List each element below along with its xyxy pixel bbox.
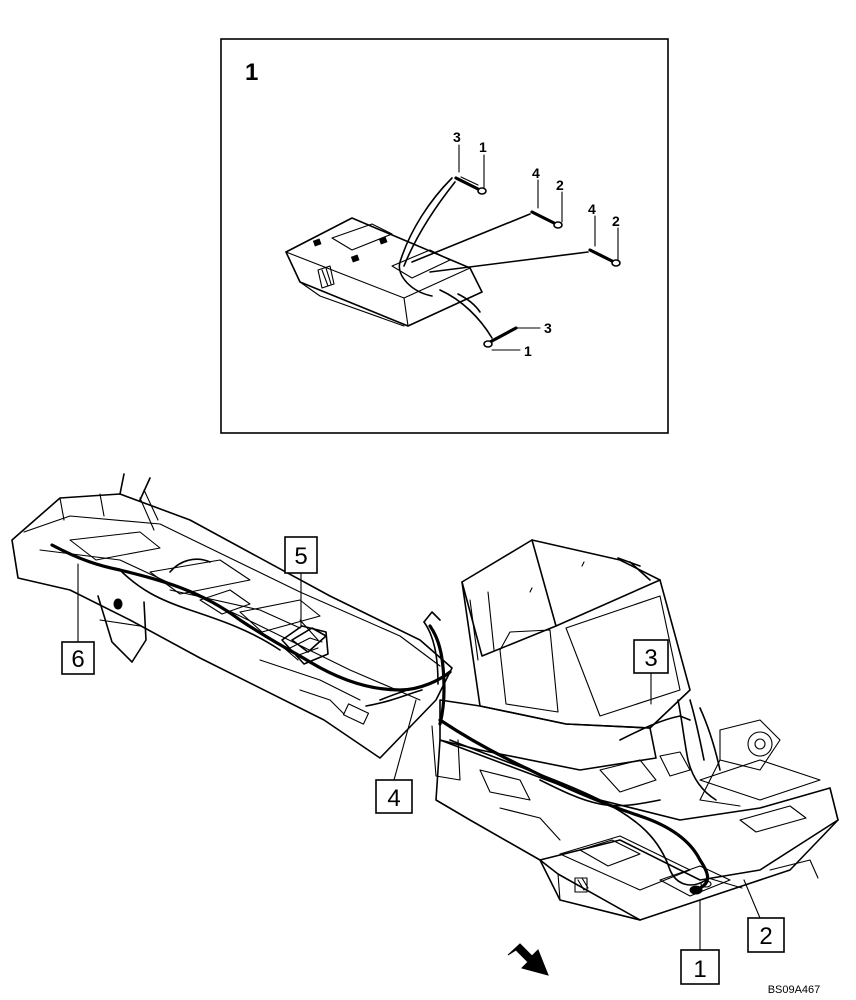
- detail-label-4-mid: 4: [532, 165, 540, 181]
- callout-1: 1: [680, 949, 720, 985]
- callout-6: 6: [61, 641, 95, 675]
- detail-label-3-top: 3: [453, 129, 461, 145]
- svg-text:6: 6: [71, 646, 84, 673]
- callout-2: 2: [747, 917, 785, 953]
- detail-label-1-top: 1: [479, 139, 487, 155]
- front-harness: [423, 611, 743, 895]
- detail-cables: [398, 177, 589, 339]
- machine-chassis: [11, 473, 453, 759]
- detail-label-2-right: 2: [612, 213, 620, 229]
- detail-connector-plug: [530, 210, 558, 226]
- detail-label-2-mid: 2: [556, 177, 564, 193]
- callout-5: 5: [284, 536, 318, 574]
- detail-connectors: [454, 176, 621, 348]
- direction-arrow-icon: [507, 943, 549, 976]
- detail-label-1-bottom: 1: [524, 343, 532, 359]
- rear-harness: [50, 543, 452, 707]
- front-frame: [435, 719, 839, 921]
- detail-inset: 1: [220, 38, 669, 434]
- detail-frame: [220, 38, 669, 434]
- harness-junction-5: [281, 625, 329, 665]
- detail-connector-plug: [488, 326, 518, 344]
- callout-4: 4: [375, 779, 413, 814]
- machine-cab: [431, 539, 691, 781]
- detail-labels: 3 1 4 2 4 2 3 1: [453, 129, 620, 359]
- detail-label-3-bottom: 3: [544, 320, 552, 336]
- svg-text:1: 1: [693, 956, 706, 983]
- callout-3: 3: [633, 639, 669, 674]
- svg-text:4: 4: [387, 785, 400, 812]
- callout-leaders: [77, 563, 761, 951]
- detail-battery-box: [285, 217, 483, 327]
- detail-label-4-right: 4: [588, 201, 596, 217]
- reference-code: BS09A467: [768, 984, 821, 996]
- svg-text:3: 3: [644, 645, 657, 672]
- svg-text:2: 2: [759, 923, 772, 950]
- detail-connector-plug: [588, 248, 616, 264]
- detail-title: 1: [245, 59, 258, 86]
- svg-text:5: 5: [294, 543, 307, 570]
